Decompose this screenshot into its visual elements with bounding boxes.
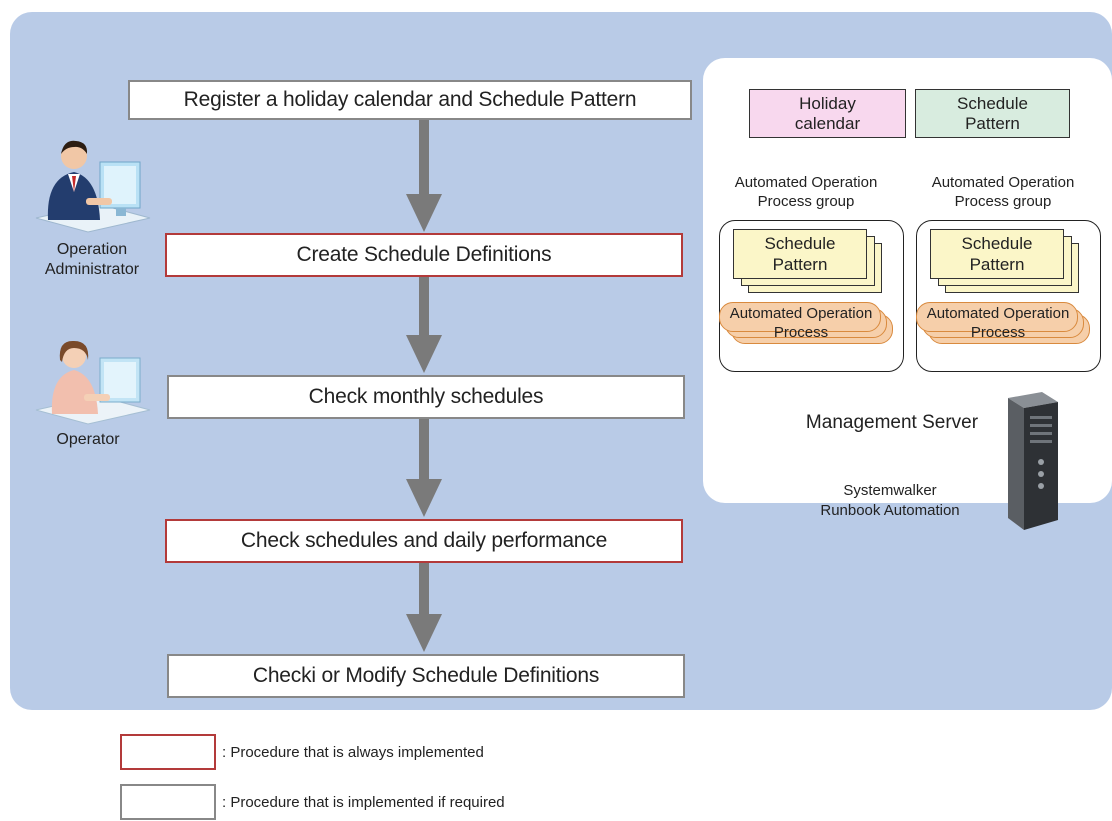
- process-group-label: Automated Operation Process group: [711, 173, 901, 211]
- role-label-line: Administrator: [44, 261, 140, 278]
- server-tower-icon: [1008, 392, 1058, 530]
- automated-process-text: Process: [773, 324, 829, 341]
- schedule-pattern-card-text: Schedule: [961, 234, 1033, 253]
- product-name-label: Systemwalker Runbook Automation: [790, 481, 990, 521]
- legend-if-required-swatch: [120, 784, 216, 820]
- management-server-label: Management Server: [805, 412, 979, 433]
- step-label: Register a holiday calendar and Schedule…: [183, 88, 637, 111]
- schedule-pattern-card-label: Schedule Pattern: [733, 233, 867, 275]
- schedule-pattern-text: Pattern: [965, 113, 1020, 133]
- automated-process-card: [916, 302, 1078, 332]
- step-label: Check monthly schedules: [308, 385, 544, 408]
- step-check-monthly-schedules: Check monthly schedules: [167, 375, 685, 419]
- flow-arrow-1: [406, 120, 442, 232]
- process-group-label-line: Automated Operation: [734, 174, 878, 191]
- schedule-pattern-card-text: Pattern: [772, 255, 828, 274]
- holiday-calendar-text: Holiday: [799, 93, 856, 113]
- legend-always-swatch: [120, 734, 216, 770]
- flow-arrow-4: [406, 563, 442, 652]
- automated-process-card: [719, 302, 881, 332]
- step-create-schedule-definitions: Create Schedule Definitions: [165, 233, 683, 277]
- operation-administrator-icon: [35, 140, 151, 233]
- schedule-pattern-card: [733, 229, 867, 279]
- step-label: Check schedules and daily performance: [240, 529, 608, 552]
- legend-always-text: : Procedure that is always implemented: [222, 743, 484, 761]
- holiday-calendar-text: calendar: [794, 113, 861, 133]
- role-label-line: Operation: [56, 241, 128, 258]
- legend-always: : Procedure that is always implemented: [120, 734, 484, 770]
- flow-arrow-3: [406, 419, 442, 517]
- process-group-label-line: Process group: [954, 193, 1052, 210]
- holiday-calendar-box: Holiday calendar: [749, 89, 906, 138]
- step-register-calendar: Register a holiday calendar and Schedule…: [128, 80, 692, 120]
- step-label: Create Schedule Definitions: [296, 243, 552, 266]
- schedule-pattern-text: Schedule: [957, 93, 1028, 113]
- automated-process-label: Automated Operation Process: [913, 304, 1083, 342]
- operator-label: Operator: [56, 431, 120, 448]
- automated-process-text: Process: [970, 324, 1026, 341]
- product-name-text: Systemwalker: [843, 482, 937, 499]
- schedule-pattern-card: [930, 229, 1064, 279]
- schedule-pattern-card-label: Schedule Pattern: [930, 233, 1064, 275]
- step-check-daily-performance: Check schedules and daily performance: [165, 519, 683, 563]
- process-group-label: Automated Operation Process group: [908, 173, 1098, 211]
- process-group-label-line: Process group: [757, 193, 855, 210]
- product-name-text: Runbook Automation: [820, 502, 960, 519]
- legend-if-required-text: : Procedure that is implemented if requi…: [222, 793, 505, 811]
- schedule-pattern-box: Schedule Pattern: [915, 89, 1070, 138]
- automated-process-text: Automated Operation: [926, 305, 1070, 322]
- operation-administrator-label: Operation Administrator: [38, 240, 146, 280]
- automated-process-label: Automated Operation Process: [716, 304, 886, 342]
- automated-process-text: Automated Operation: [729, 305, 873, 322]
- schedule-pattern-card-text: Pattern: [969, 255, 1025, 274]
- legend-if-required: : Procedure that is implemented if requi…: [120, 784, 505, 820]
- operator-icon: [35, 340, 151, 425]
- step-modify-schedule-definitions: Checki or Modify Schedule Definitions: [167, 654, 685, 698]
- flow-arrow-2: [406, 277, 442, 373]
- step-label: Checki or Modify Schedule Definitions: [252, 664, 600, 687]
- process-group-label-line: Automated Operation: [931, 174, 1075, 191]
- schedule-pattern-card-text: Schedule: [764, 234, 836, 253]
